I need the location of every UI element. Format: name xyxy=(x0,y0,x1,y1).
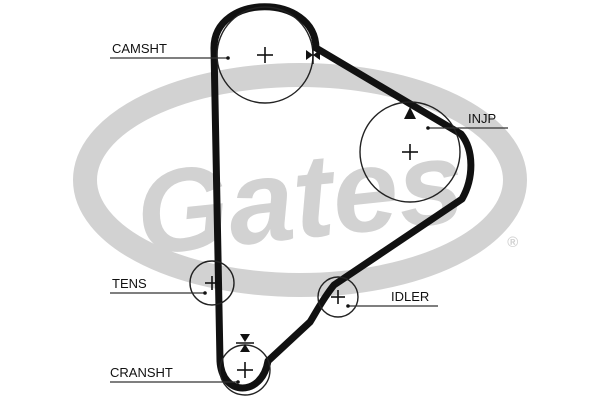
injection-pump-pulley-circle xyxy=(359,101,461,203)
plus-icon xyxy=(331,290,345,304)
registered-mark: ® xyxy=(507,234,519,251)
idler-label: IDLER xyxy=(391,289,429,304)
crankshaft-label: CRANSHT xyxy=(110,365,173,380)
timing-mark-triangle-icon xyxy=(404,107,416,119)
crankshaft-pulley xyxy=(219,334,271,396)
camshaft-pulley xyxy=(216,6,320,104)
timing-mark-triangle-icon xyxy=(236,334,254,352)
injection-pump-pulley xyxy=(359,101,461,203)
idler-pulley-circle xyxy=(317,276,359,318)
tensioner-pulley-circle xyxy=(189,260,235,306)
idler-pulley xyxy=(317,276,359,318)
watermark-swoosh xyxy=(73,63,527,297)
tensioner-label: TENS xyxy=(112,276,147,291)
camshaft-label: CAMSHT xyxy=(112,41,167,56)
tensioner-pulley xyxy=(189,260,235,306)
timing-mark-triangle-icon xyxy=(306,46,320,64)
injection-pump-label: INJP xyxy=(468,111,496,126)
leader-lines xyxy=(110,56,508,384)
gates-watermark: Gates ® xyxy=(73,63,527,297)
plus-icon xyxy=(205,276,219,290)
plus-icon xyxy=(257,47,273,63)
plus-icon xyxy=(402,144,418,160)
plus-icon xyxy=(237,362,253,378)
